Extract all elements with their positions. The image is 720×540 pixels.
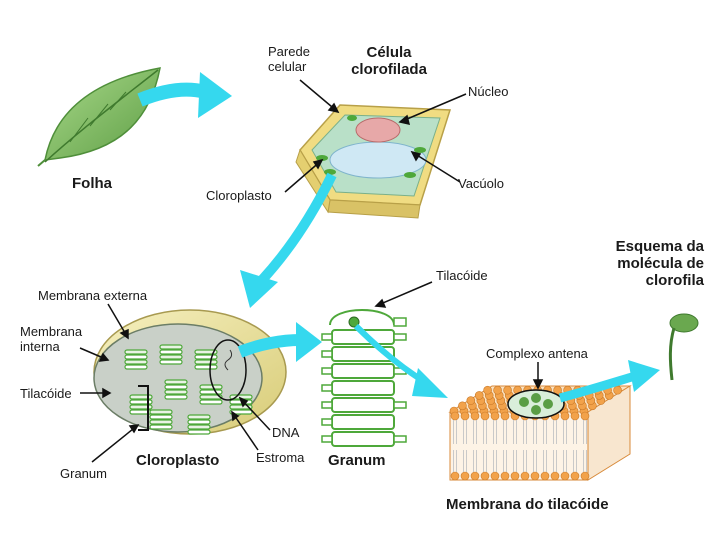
granum-stack-mini — [129, 394, 153, 415]
arrow-cell-to-chloroplast — [240, 172, 337, 308]
label-estroma: Estroma — [256, 450, 305, 465]
label-granum-chloroplast: Granum — [60, 466, 107, 481]
label-folha: Folha — [72, 175, 112, 192]
arrow-chloroplast-to-granum — [237, 322, 322, 362]
label-dna: DNA — [272, 425, 300, 440]
granum-stack-mini — [159, 344, 183, 365]
label-membrana-externa: Membrana externa — [38, 288, 148, 303]
granum-stack-mini — [149, 409, 173, 430]
granum-leader — [374, 281, 433, 308]
label-nucleo: Núcleo — [468, 84, 509, 99]
label-granum-title: Granum — [328, 452, 386, 469]
leaf-illustration — [37, 67, 161, 167]
label-tilacoide-chloroplast: Tilacóide — [20, 386, 72, 401]
chloroplast-grana — [124, 344, 253, 435]
label-celula-clorofilada: Célula clorofilada — [351, 44, 427, 78]
granum-stack-mini — [124, 349, 148, 370]
label-esquema-clorofila: Esquema da molécula de clorofila — [615, 238, 704, 289]
chloroplast-details — [138, 339, 247, 431]
antenna-leader — [532, 362, 544, 390]
arrow-granum-to-membrane — [353, 323, 448, 398]
arrow-membrane-to-chlorophyll — [558, 360, 660, 403]
label-tilacoide-granum: Tilacóide — [436, 268, 488, 283]
label-membrana-tilacoide: Membrana do tilacóide — [446, 496, 609, 513]
granum-stack — [321, 329, 407, 447]
cell-illustration — [295, 104, 452, 219]
label-membrana-interna: Membrana interna — [20, 324, 83, 354]
cell-leader-lines — [284, 79, 467, 193]
chloroplast-leader-lines — [79, 303, 271, 463]
antenna-complex — [507, 389, 565, 419]
label-vacuolo: Vacúolo — [458, 176, 505, 191]
granum-top — [329, 309, 407, 328]
label-parede-celular: Parede celular — [268, 44, 310, 74]
chlorophyll-molecule — [668, 313, 699, 381]
granum-stack-mini — [187, 414, 211, 435]
thylakoid-membrane — [448, 385, 632, 481]
granum-stack-mini — [199, 384, 223, 405]
label-cloroplasto-cell: Cloroplasto — [206, 188, 272, 203]
arrow-leaf-to-cell — [137, 72, 232, 118]
label-complexo-antena: Complexo antena — [486, 346, 588, 361]
granum-stack-mini — [164, 379, 188, 400]
label-cloroplasto-title: Cloroplasto — [136, 452, 220, 469]
